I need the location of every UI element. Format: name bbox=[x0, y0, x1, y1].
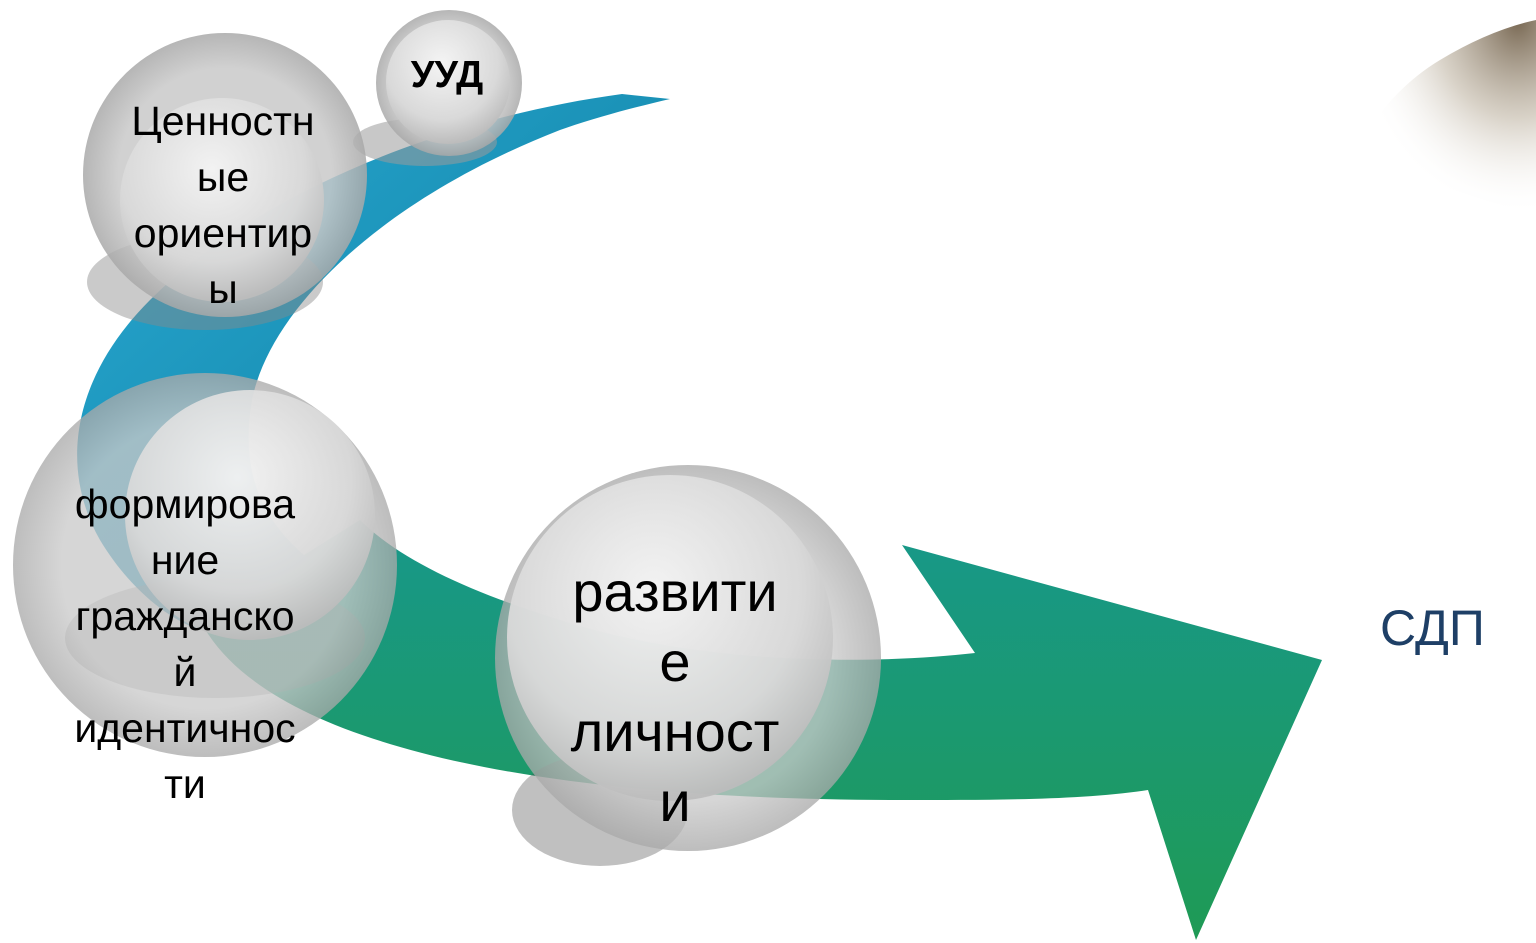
target-label: СДП bbox=[1380, 600, 1485, 656]
bubble-uud-inner bbox=[386, 20, 510, 144]
corner-decoration bbox=[1355, 0, 1536, 215]
node-uud-label: УУД bbox=[410, 54, 484, 96]
bubble-personal-inner bbox=[507, 475, 833, 801]
node-values-label: Ценностн ые ориентир ы bbox=[131, 98, 315, 312]
bubble-values-inner bbox=[120, 98, 324, 302]
node-civic-label: формирова ние гражданско й идентичнос ти bbox=[74, 481, 296, 807]
bubble-civic-inner bbox=[125, 390, 375, 640]
node-personal-label: развити е личност и bbox=[570, 560, 780, 833]
